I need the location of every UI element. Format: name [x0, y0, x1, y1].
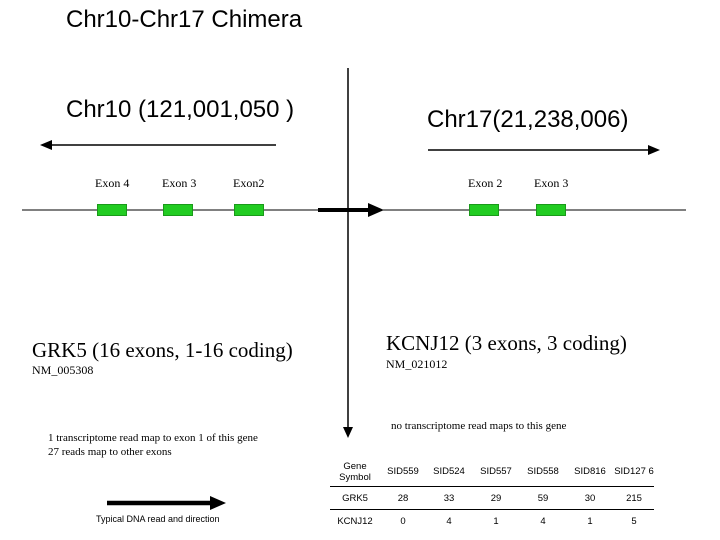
chr10-label-suffix: ) [279, 96, 295, 123]
grk5-read-note: 1 transcriptome read map to exon 1 of th… [48, 431, 258, 459]
table-cell: 1 [472, 509, 520, 532]
chr17-label: Chr17(21,238,006) [427, 106, 628, 134]
read-count-table: Gene Symbol SID559 SID524 SID557 SID558 … [330, 457, 654, 532]
grk5-read-note-line1: 1 transcriptome read map to exon 1 of th… [48, 432, 258, 444]
legend-label: Typical DNA read and direction [96, 514, 220, 524]
grk5-accession: NM_005308 [32, 363, 94, 377]
table-cell: 28 [380, 486, 426, 510]
kcnj12-gene-label: KCNJ12 (3 exons, 3 coding) [386, 331, 627, 355]
table-header-cell: SID557 [480, 466, 512, 477]
exon-box-chr10-exon2 [234, 204, 264, 216]
table-row: KCNJ12 0 4 1 4 1 5 [330, 509, 654, 532]
table-header-cell: SID558 [527, 466, 559, 477]
table-header-cell: SID127 6 [614, 466, 654, 477]
table-cell: KCNJ12 [330, 509, 380, 532]
exon-label-chr17-exon3: Exon 3 [534, 176, 569, 190]
exon-box-chr10-exon4 [97, 204, 127, 216]
table-cell: 5 [614, 509, 654, 532]
table-header-cell: SID524 [433, 466, 465, 477]
table-header-row: Gene Symbol SID559 SID524 SID557 SID558 … [330, 457, 654, 487]
table-header-cell: Gene Symbol [339, 460, 371, 483]
table-header-cell: SID559 [387, 466, 419, 477]
breakpoint-line [343, 68, 353, 438]
exon-label-chr17-exon2: Exon 2 [468, 176, 503, 190]
chr10-direction-arrow [40, 140, 276, 150]
table-cell: 33 [426, 486, 472, 510]
chr17-label-prefix: Chr17( [427, 106, 501, 133]
table-cell: 215 [614, 486, 654, 510]
legend-read-arrow [107, 496, 226, 510]
chr10-label-prefix: Chr10 ( [66, 96, 147, 123]
chimeric-read-arrow [318, 203, 384, 217]
chr10-label: Chr10 (121,001,050 ) [66, 96, 294, 124]
grk5-gene-label: GRK5 (16 exons, 1-16 coding) [32, 338, 293, 362]
chr17-coordinate: 21,238,006 [500, 106, 621, 133]
exon-label-chr10-exon2: Exon2 [233, 176, 265, 190]
kcnj12-accession: NM_021012 [386, 357, 448, 371]
chr17-label-suffix: ) [620, 106, 629, 133]
exon-box-chr17-exon3 [536, 204, 566, 216]
table-row: GRK5 28 33 29 59 30 215 [330, 486, 654, 510]
table-cell: 29 [472, 486, 520, 510]
table-cell: 59 [520, 486, 566, 510]
exon-box-chr17-exon2 [469, 204, 499, 216]
table-cell: 30 [566, 486, 614, 510]
table-cell: 4 [426, 509, 472, 532]
table-header-cell: SID816 [574, 466, 606, 477]
table-cell: 0 [380, 509, 426, 532]
table-cell: GRK5 [330, 486, 380, 510]
exon-box-chr10-exon3 [163, 204, 193, 216]
chr17-direction-arrow [428, 145, 660, 155]
chr10-coordinate: 121,001,050 [146, 96, 280, 123]
grk5-read-note-line2: 27 reads map to other exons [48, 446, 172, 458]
table-cell: 4 [520, 509, 566, 532]
exon-label-chr10-exon3: Exon 3 [162, 176, 197, 190]
kcnj12-read-note: no transcriptome read maps to this gene [391, 420, 567, 432]
table-cell: 1 [566, 509, 614, 532]
page-title: Chr10-Chr17 Chimera [66, 6, 303, 33]
exon-label-chr10-exon4: Exon 4 [95, 176, 130, 190]
